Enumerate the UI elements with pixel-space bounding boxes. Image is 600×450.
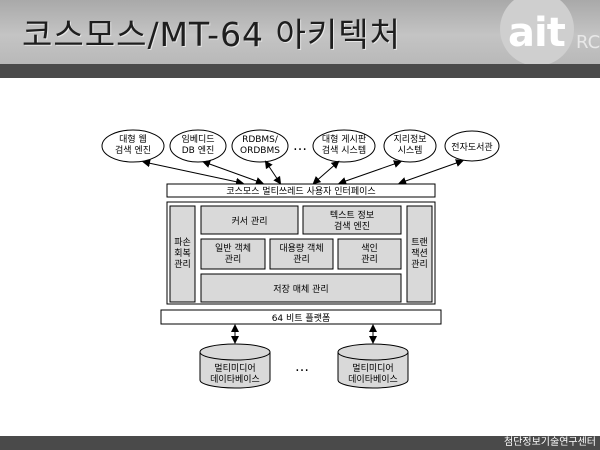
db-label-line2: 데이타베이스 <box>210 374 260 385</box>
app-label-line1: 지리정보 <box>393 134 426 145</box>
ait-logo: ait RC <box>496 0 600 64</box>
db-label-line1: 멀티미디어 <box>214 362 255 374</box>
general-object-label-line1: 일반 객체 <box>215 243 251 254</box>
app-label-line1: 임베디드 <box>181 133 214 145</box>
cursor-label: 커서 관리 <box>232 216 268 227</box>
interface-label: 코스모스 멀티쓰레드 사용자 인터페이스 <box>226 185 375 197</box>
database-cylinder-2: 멀티미디어 데이타베이스 <box>337 343 409 389</box>
large-object-box: 대용량 객체 관리 <box>269 238 334 270</box>
transaction-label-line2: 잭션 <box>411 248 428 259</box>
general-object-box: 일반 객체 관리 <box>200 238 266 270</box>
app-label-line2: DB 엔진 <box>182 145 215 156</box>
transaction-management-box: 트랜 잭션 관리 <box>406 205 433 303</box>
app-ellipsis: … <box>293 138 307 154</box>
app-label-line1: RDBMS/ <box>242 135 279 145</box>
large-object-label-line1: 대용량 객체 <box>279 242 323 254</box>
index-label-line2: 관리 <box>361 254 378 265</box>
header-bar <box>0 64 600 78</box>
app-label-line2: ORDBMS <box>240 146 280 156</box>
logo-suffix: RC <box>576 32 600 53</box>
database-cylinder-1: 멀티미디어 데이타베이스 <box>199 343 271 389</box>
db-arrows <box>231 324 377 344</box>
slide-header: 코스모스/MT-64 아키텍처 ait RC <box>0 0 600 78</box>
logo-text: ait <box>508 10 566 56</box>
app-ellipse-rdbms: RDBMS/ ORDBMS <box>231 129 289 163</box>
app-label-line1: 대형 게시판 <box>322 134 366 145</box>
app-label-line1: 대형 웹 <box>119 134 147 145</box>
app-ellipse-bbs-search: 대형 게시판 검색 시스템 <box>312 129 376 163</box>
app-ellipse-embedded-db: 임베디드 DB 엔진 <box>169 129 227 163</box>
text-search-label-line1: 텍스트 정보 <box>330 210 374 221</box>
slide-footer: 첨단정보기술연구센터 <box>0 436 600 450</box>
index-management-box: 색인 관리 <box>337 238 402 270</box>
recovery-label-line2: 회복 <box>174 248 191 259</box>
large-object-label-line2: 관리 <box>293 254 310 265</box>
general-object-label-line2: 관리 <box>225 254 242 265</box>
db-label-line2: 데이타베이스 <box>348 374 398 385</box>
transaction-label-line3: 관리 <box>411 259 428 270</box>
app-label-line1: 전자도서관 <box>451 142 492 153</box>
multithread-interface-box: 코스모스 멀티쓰레드 사용자 인터페이스 <box>166 183 436 198</box>
app-ellipse-digital-library: 전자도서관 <box>444 130 500 162</box>
app-label-line2: 검색 엔진 <box>115 144 151 156</box>
text-search-engine-box: 텍스트 정보 검색 엔진 <box>302 205 402 235</box>
storage-label: 저장 매체 관리 <box>273 284 328 295</box>
page-title: 코스모스/MT-64 아키텍처 <box>22 15 401 54</box>
db-ellipsis: … <box>295 359 309 375</box>
storage-management-box: 저장 매체 관리 <box>200 273 402 303</box>
index-label-line1: 색인 <box>361 243 378 254</box>
recovery-label-line1: 파손 <box>174 237 191 248</box>
cursor-management-box: 커서 관리 <box>200 205 299 235</box>
transaction-label-line1: 트랜 <box>411 237 428 248</box>
app-label-line2: 시스템 <box>398 144 423 156</box>
platform-label: 64 비트 플랫폼 <box>272 313 331 324</box>
app-arrows <box>142 159 464 186</box>
platform-box: 64 비트 플랫폼 <box>160 309 442 325</box>
db-label-line1: 멀티미디어 <box>352 362 393 374</box>
app-ellipse-gis: 지리정보 시스템 <box>383 129 437 163</box>
footer-text: 첨단정보기술연구센터 <box>504 437 596 448</box>
logo-circle-icon <box>500 0 574 64</box>
recovery-management-box: 파손 회복 관리 <box>169 205 196 303</box>
app-label-line2: 검색 시스템 <box>322 144 366 156</box>
recovery-label-line3: 관리 <box>174 259 191 270</box>
text-search-label-line2: 검색 엔진 <box>334 220 370 232</box>
app-ellipse-web-search: 대형 웹 검색 엔진 <box>101 129 165 163</box>
